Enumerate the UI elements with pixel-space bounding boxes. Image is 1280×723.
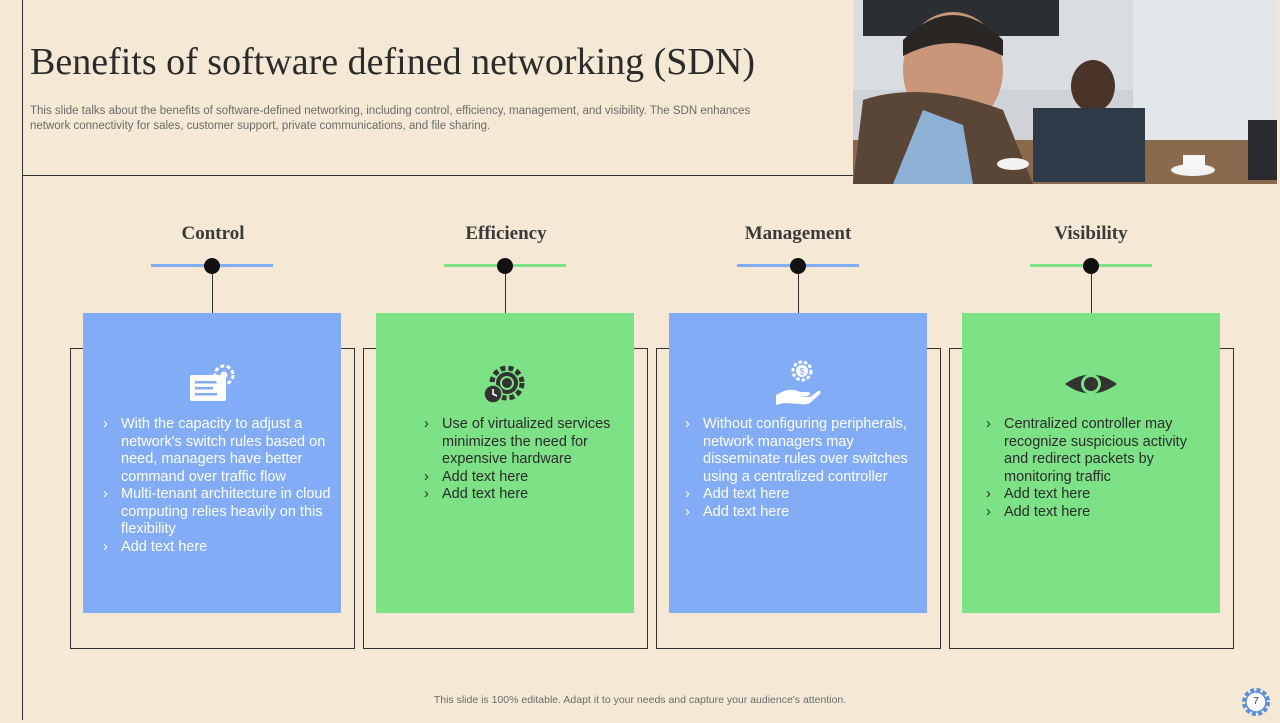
card-control: With the capacity to adjust a network's … — [83, 313, 341, 613]
bullet-item: Add text here — [424, 486, 624, 504]
card-management: $ Without configuring peripherals, netwo… — [669, 313, 927, 613]
bullet-item: Add text here — [986, 486, 1212, 504]
page-number: 7 — [1253, 696, 1259, 707]
eye-icon — [962, 363, 1220, 405]
card-efficiency: Use of virtualized services minimizes th… — [376, 313, 634, 613]
bullet-item: Use of virtualized services minimizes th… — [424, 416, 624, 469]
bullet-list-management: Without configuring peripherals, network… — [685, 416, 919, 521]
hand-gear-dollar-icon: $ — [669, 359, 927, 409]
bullet-item: With the capacity to adjust a network's … — [103, 416, 331, 486]
column-stem-visibility — [1091, 274, 1092, 344]
bullet-item: Add text here — [685, 504, 919, 522]
column-dot-control — [204, 258, 220, 274]
footer-note: This slide is 100% editable. Adapt it to… — [433, 694, 847, 706]
bullet-item: Add text here — [986, 504, 1212, 522]
left-border-line — [22, 0, 23, 720]
slide-subtitle: This slide talks about the benefits of s… — [30, 105, 751, 132]
bullet-list-visibility: Centralized controller may recognize sus… — [986, 416, 1212, 521]
page-number-badge: 7 — [1240, 686, 1272, 718]
bullet-item: Without configuring peripherals, network… — [685, 416, 919, 486]
column-title-management: Management — [744, 223, 852, 244]
svg-text:$: $ — [799, 367, 804, 377]
settings-list-icon — [83, 363, 341, 405]
column-stem-efficiency — [505, 274, 506, 344]
gear-clock-icon — [376, 363, 634, 405]
bullet-item: Add text here — [685, 486, 919, 504]
bullet-list-control: With the capacity to adjust a network's … — [103, 416, 331, 556]
column-title-control: Control — [181, 223, 245, 244]
column-dot-management — [790, 258, 806, 274]
gear-icon — [1242, 688, 1270, 716]
column-dot-efficiency — [497, 258, 513, 274]
bullet-item: Add text here — [424, 469, 624, 487]
column-title-visibility: Visibility — [1054, 223, 1128, 244]
meeting-photo — [853, 0, 1277, 184]
slide-title: Benefits of software defined networking … — [30, 41, 755, 83]
column-stem-management — [798, 274, 799, 344]
bullet-item: Add text here — [103, 539, 331, 557]
card-visibility: Centralized controller may recognize sus… — [962, 313, 1220, 613]
bullet-item: Centralized controller may recognize sus… — [986, 416, 1212, 486]
column-title-efficiency: Efficiency — [465, 223, 547, 244]
bullet-list-efficiency: Use of virtualized services minimizes th… — [424, 416, 624, 504]
column-dot-visibility — [1083, 258, 1099, 274]
column-stem-control — [212, 274, 213, 344]
header-divider — [22, 175, 853, 176]
bullet-item: Multi-tenant architecture in cloud compu… — [103, 486, 331, 539]
